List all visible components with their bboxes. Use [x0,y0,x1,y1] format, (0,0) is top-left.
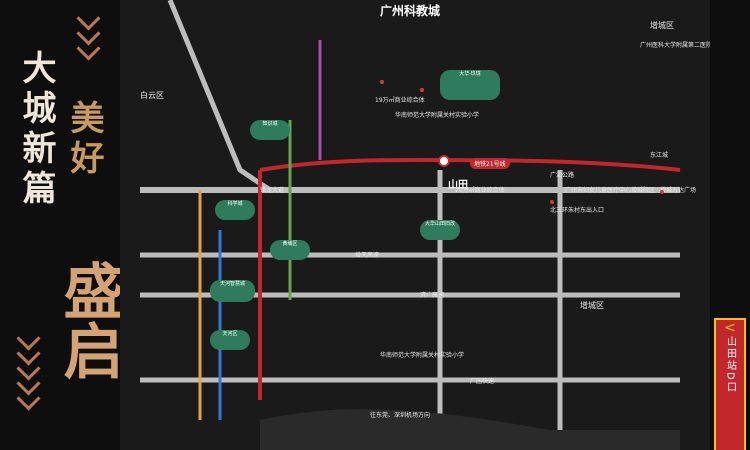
poi-dot [380,80,384,84]
area-kexuecheng: 科学城 [215,200,255,220]
right-panel: < 山田站D口 [710,0,750,450]
map-area: 广州科教城 地铁21号线 山田 白云区 增城区 增城区 大华·玖珑 大华山田旧改… [120,0,713,450]
area-dahua-shantian: 大华山田旧改 [420,220,460,240]
poi-label: 东江城 [650,152,669,159]
area-huangpu: 黄埔区 [270,240,310,260]
poi-dot [660,190,664,194]
district-zengcheng-top: 增城区 [650,21,674,30]
road-label-guangyuan: 广园快速 [470,378,495,385]
brush-title: 盛启 [53,260,123,380]
exit-label: 山田站D口 [724,336,736,394]
area-tianhe: 天河区 [210,330,250,350]
metro-line-label: 地铁21号线 [470,158,510,169]
chevron-decor [76,36,101,61]
poi-label: 20万㎡商业综合体 [455,187,505,194]
station-shantian-marker [438,155,450,167]
poi-dot [420,88,424,92]
road-label-zhenlong: 镇龙大道 [260,187,285,194]
poi-label: 广州医科大学附属第二医院 [640,42,713,49]
map-svg [120,0,710,450]
top-title: 广州科教城 [380,4,441,18]
poi-label: 19万㎡商业综合体 [375,97,425,104]
title-line-1: 大城新篇 [16,50,56,210]
title-panel: 大城新篇 美好 盛启 [0,0,123,450]
area-dahua-jiulong: 大华·玖珑 [440,70,500,100]
left-arrow-icon: < [724,320,736,336]
poi-label: 往东莞、深圳机场方向 [370,412,431,419]
district-baiyun: 白云区 [140,91,164,100]
exit-callout: < 山田站D口 [714,318,746,450]
road-label-zengtian: 增天高速 [355,252,380,259]
area-tianhe-zhihuicheng: 天河智慧城 [210,280,255,302]
road-label-jiguang: 济广高速 [420,292,445,299]
poi-label: 广州市妇女儿童医疗中心增城院区 [565,187,656,194]
road-label-guangshan: 广汕公路 [550,172,575,179]
poi-label: 北三环朱村东出入口 [550,207,605,214]
chevron-decor [16,386,41,411]
poi-label: 增城万达广场 [660,187,697,194]
poi-label: 华南师范大学附属关村实验小学 [395,112,480,119]
district-zengcheng-bottom: 增城区 [580,301,604,310]
area-zhishicheng: 知识城 [250,120,290,140]
poi-dot [550,200,554,204]
station-shantian-label: 山田 [448,180,468,191]
poi-label: 华南师范大学附属关村实验小学 [380,352,465,359]
title-line-2: 美好 [64,100,104,180]
